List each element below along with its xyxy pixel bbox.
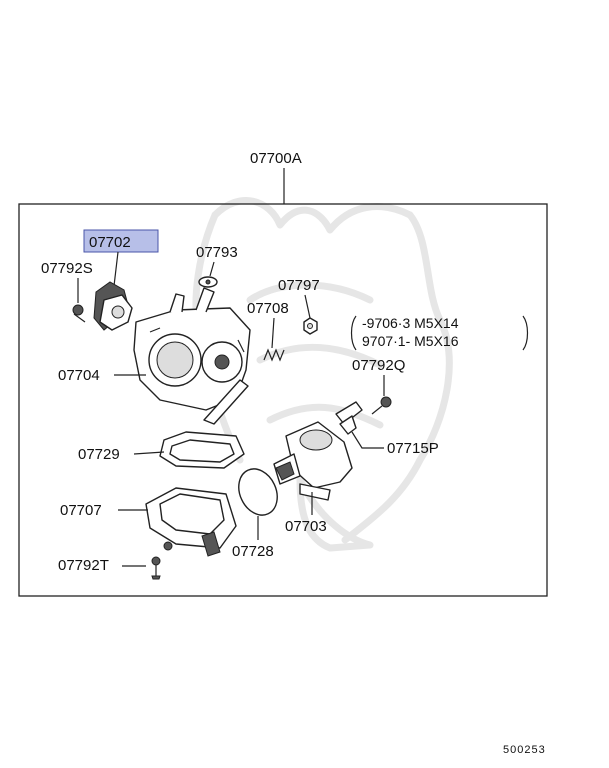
part-label-07792T: 07792T	[58, 557, 109, 574]
screw-07792S	[72, 304, 86, 323]
assembly-frame	[18, 203, 548, 597]
part-label-07707: 07707	[60, 502, 102, 519]
assembly-label: 07700A	[250, 150, 302, 167]
part-label-07792Q: 07792Q	[352, 357, 405, 374]
figure-number: 500253	[503, 744, 546, 756]
gasket-07729	[159, 431, 245, 469]
throttle-body	[133, 287, 251, 425]
part-label-07728: 07728	[232, 543, 274, 560]
cover-07707	[145, 487, 237, 557]
leader-07702	[113, 251, 119, 287]
part-label-07708: 07708	[247, 300, 289, 317]
part-label-07797: 07797	[278, 277, 320, 294]
bracket-07715P	[335, 401, 363, 435]
throttle-position-sensor	[93, 281, 133, 331]
leader-07715P	[351, 431, 384, 449]
highlighted-part-label[interactable]: 07702	[89, 234, 131, 251]
highlighted-part-box[interactable]	[83, 229, 159, 253]
idle-speed-control-servo	[273, 421, 353, 501]
leader-07793	[209, 261, 215, 277]
leader-07797	[304, 294, 311, 319]
screw-07792T	[151, 556, 161, 580]
spec-note-line1: -9706·3 M5X14	[362, 315, 459, 331]
o-ring-07728	[238, 468, 278, 516]
part-label-07792S: 07792S	[41, 260, 93, 277]
leader-07708	[271, 317, 275, 349]
part-label-07793: 07793	[196, 244, 238, 261]
clip-07793	[198, 276, 218, 288]
part-label-07729: 07729	[78, 446, 120, 463]
part-label-07715P: 07715P	[387, 440, 439, 457]
screw-07792Q	[371, 396, 392, 415]
nut-07797	[303, 317, 318, 335]
part-label-07704: 07704	[58, 367, 100, 384]
spec-note: -9706·3 M5X14 9707·1- M5X16	[350, 315, 529, 351]
spring-07708	[263, 348, 285, 362]
part-label-07703: 07703	[285, 518, 327, 535]
leader-07729	[133, 451, 165, 455]
spec-note-line2: 9707·1- M5X16	[362, 333, 459, 349]
